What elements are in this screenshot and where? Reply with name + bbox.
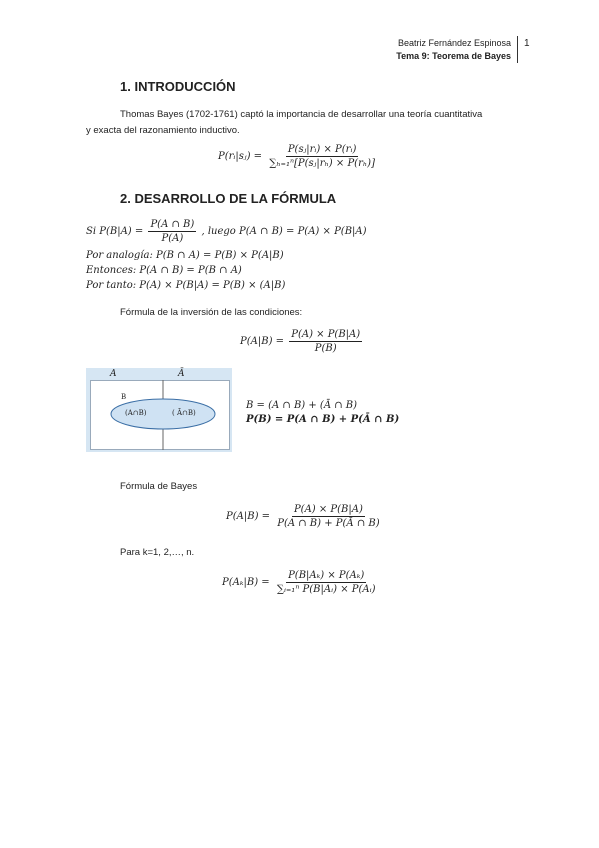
formula-entonces: Entonces: P(A ∩ B) = P(B ∩ A) (86, 265, 242, 276)
formula-si-fraction: P(A ∩ B) P(A) (148, 219, 197, 244)
para-k-text: Para k=1, 2,…, n. (120, 547, 195, 558)
formula-si-suffix: , luego P(A ∩ B) = P(A) × P(B|A) (201, 226, 367, 237)
venn-graphic (110, 380, 216, 450)
venn-label-b: B (121, 393, 127, 401)
formula-general: P(Aₖ|B) = P(B|Aₖ) × P(Aₖ) ∑ᵢ₌₁ⁿ P(B|Aᵢ) … (222, 570, 380, 595)
formula-si-denominator: P(A) (161, 233, 184, 244)
formula-general-fraction: P(B|Aₖ) × P(Aₖ) ∑ᵢ₌₁ⁿ P(B|Aᵢ) × P(Aᵢ) (275, 570, 378, 595)
section-title-development: 2. DESARROLLO DE LA FÓRMULA (120, 191, 337, 206)
header-author: Beatriz Fernández Espinosa (397, 38, 511, 48)
formula-inversion-numerator: P(A) × P(B|A) (289, 329, 363, 342)
formula-si: Si P(B|A) = P(A ∩ B) P(A) , luego P(A ∩ … (86, 219, 367, 244)
formula-bayes-numerator: P(A) × P(B|A) (291, 504, 365, 517)
formula-intro-denominator: ∑ₕ₌₁ⁿ[P(sⱼ|rₕ) × P(rₕ)] (269, 158, 375, 169)
formula-inversion-lhs: P(A|B) = (240, 336, 285, 347)
formula-intro-fraction: P(sⱼ|rᵢ) × P(rᵢ) ∑ₕ₌₁ⁿ[P(sⱼ|rₕ) × P(rₕ)] (267, 144, 377, 169)
formula-inversion-fraction: P(A) × P(B|A) P(B) (289, 329, 363, 354)
venn-label-abar: Ā (178, 369, 185, 379)
formula-analogia: Por analogía: P(B ∩ A) = P(B) × P(A|B) (86, 250, 284, 261)
formula-bayes: P(A|B) = P(A) × P(B|A) P(A ∩ B) + P(Ā ∩ … (226, 504, 384, 529)
formula-venn-b: B = (A ∩ B) + (Ā ∩ B) (246, 400, 358, 411)
intro-text-line-2: y exacta del razonamiento inductivo. (86, 125, 240, 136)
venn-region-a-and-b: (A∩B) (125, 409, 147, 417)
formula-intro-lhs: P(rᵢ|sⱼ) = (218, 151, 263, 162)
section-title-intro: 1. INTRODUCCIÓN (120, 79, 236, 94)
formula-intro: P(rᵢ|sⱼ) = P(sⱼ|rᵢ) × P(rᵢ) ∑ₕ₌₁ⁿ[P(sⱼ|r… (218, 144, 379, 169)
formula-bayes-lhs: P(A|B) = (226, 511, 271, 522)
inversion-label: Fórmula de la inversión de las condicion… (120, 307, 303, 318)
header-divider (517, 36, 518, 63)
formula-general-numerator: P(B|Aₖ) × P(Aₖ) (286, 570, 367, 583)
formula-si-prefix: Si P(B|A) = (86, 226, 144, 237)
venn-region-abar-and-b: ( Ā∩B) (172, 409, 196, 417)
formula-bayes-denominator: P(A ∩ B) + P(Ā ∩ B) (277, 518, 380, 529)
bayes-label: Fórmula de Bayes (120, 481, 198, 492)
formula-intro-numerator: P(sⱼ|rᵢ) × P(rᵢ) (285, 144, 359, 157)
formula-si-numerator: P(A ∩ B) (148, 219, 197, 232)
formula-por-tanto: Por tanto: P(A) × P(B|A) = P(B) × (A|B) (86, 280, 286, 291)
venn-ellipse-b (110, 398, 216, 430)
formula-inversion: P(A|B) = P(A) × P(B|A) P(B) (240, 329, 364, 354)
formula-venn-pb: P(B) = P(A ∩ B) + P(Ā ∩ B) (246, 414, 400, 425)
formula-general-denominator: ∑ᵢ₌₁ⁿ P(B|Aᵢ) × P(Aᵢ) (276, 584, 376, 595)
formula-general-lhs: P(Aₖ|B) = (222, 577, 270, 588)
intro-text-line-1: Thomas Bayes (1702-1761) captó la import… (120, 109, 483, 120)
formula-bayes-fraction: P(A) × P(B|A) P(A ∩ B) + P(Ā ∩ B) (275, 504, 381, 529)
formula-inversion-denominator: P(B) (314, 343, 337, 354)
header-topic: Tema 9: Teorema de Bayes (396, 51, 511, 61)
page-number: 1 (524, 38, 530, 49)
venn-label-a: A (110, 369, 117, 379)
